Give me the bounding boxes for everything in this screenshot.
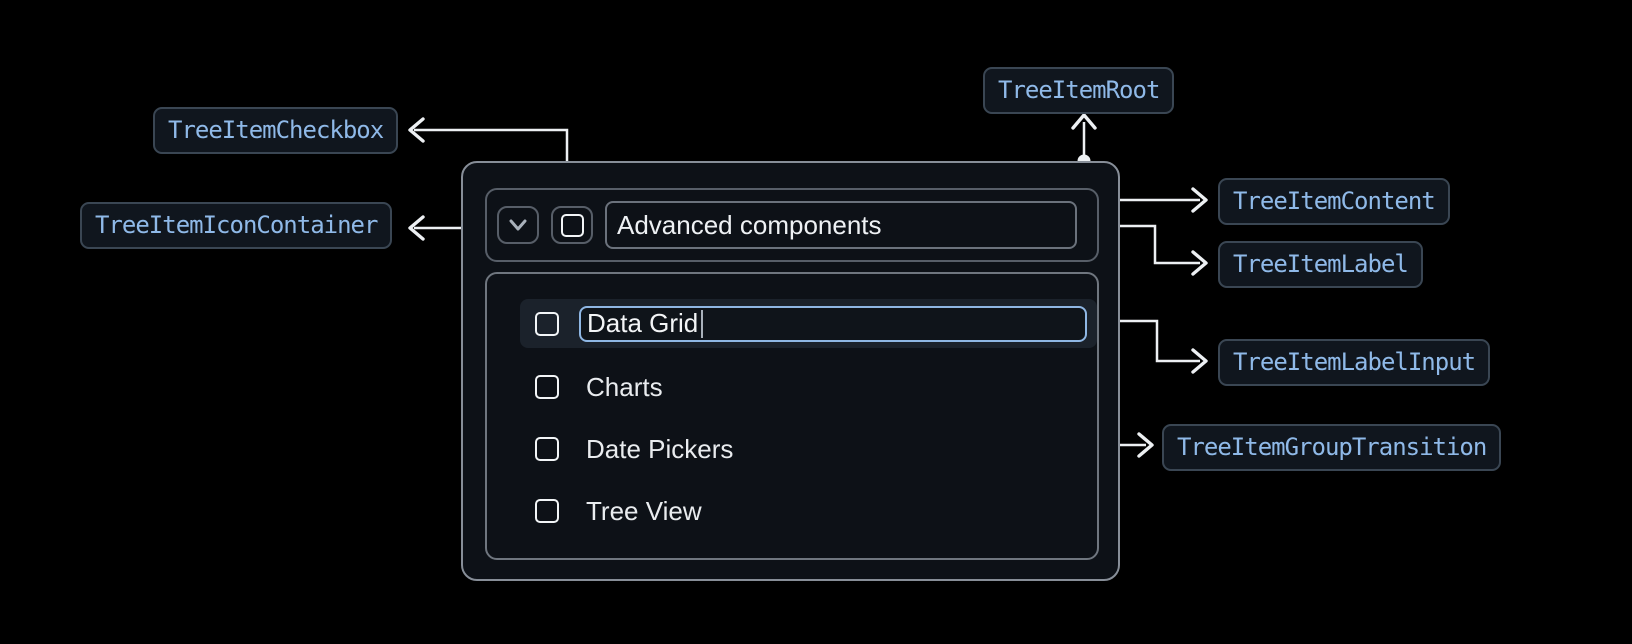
annotation-tree-item-icon-container: TreeItemIconContainer xyxy=(80,202,393,249)
tree-item-root: Advanced components Data Grid Charts Dat… xyxy=(461,161,1120,581)
checkbox-unchecked-icon xyxy=(560,213,584,237)
annotation-tree-item-label-input: TreeItemLabelInput xyxy=(1218,339,1491,386)
tree-item-icon-container[interactable] xyxy=(497,206,539,244)
tree-item-label-input[interactable]: Data Grid xyxy=(579,305,1087,342)
arrowhead-right-icon xyxy=(1191,187,1208,213)
tree-row-label: Date Pickers xyxy=(586,433,734,464)
annotation-tree-item-group-transition: TreeItemGroupTransition xyxy=(1162,424,1502,471)
tree-row-label: Tree View xyxy=(586,495,702,526)
tree-item-content[interactable]: Advanced components xyxy=(485,188,1099,262)
annotation-tree-item-content: TreeItemContent xyxy=(1218,178,1450,225)
tree-item-checkbox[interactable] xyxy=(551,206,593,244)
annotation-tree-item-label: TreeItemLabel xyxy=(1218,241,1423,288)
tree-item-label: Advanced components xyxy=(605,201,1077,249)
checkbox-unchecked-icon[interactable] xyxy=(535,499,559,523)
annotation-tree-item-checkbox: TreeItemCheckbox xyxy=(153,107,399,154)
chevron-down-icon xyxy=(509,219,527,231)
tree-row-label: Charts xyxy=(586,371,663,402)
checkbox-unchecked-icon[interactable] xyxy=(535,311,559,336)
tree-row[interactable]: Charts xyxy=(520,356,1097,418)
arrowhead-right-icon xyxy=(1137,432,1154,458)
tree-row[interactable]: Tree View xyxy=(520,480,1097,542)
checkbox-unchecked-icon[interactable] xyxy=(535,375,559,399)
text-cursor xyxy=(701,309,704,338)
arrowhead-up-icon xyxy=(1071,113,1097,130)
parent-label-text: Advanced components xyxy=(617,209,882,240)
tree-row-editing[interactable]: Data Grid xyxy=(520,299,1097,348)
arrowhead-left-icon xyxy=(408,215,425,241)
annotation-tree-item-root: TreeItemRoot xyxy=(983,67,1175,114)
label-input-value: Data Grid xyxy=(587,308,699,338)
tree-item-group-transition: Data Grid Charts Date Pickers Tree View xyxy=(485,272,1099,560)
checkbox-unchecked-icon[interactable] xyxy=(535,437,559,461)
arrowhead-right-icon xyxy=(1191,250,1208,276)
arrowhead-right-icon xyxy=(1191,348,1208,374)
tree-row[interactable]: Date Pickers xyxy=(520,418,1097,480)
arrowhead-left-icon xyxy=(408,117,425,143)
